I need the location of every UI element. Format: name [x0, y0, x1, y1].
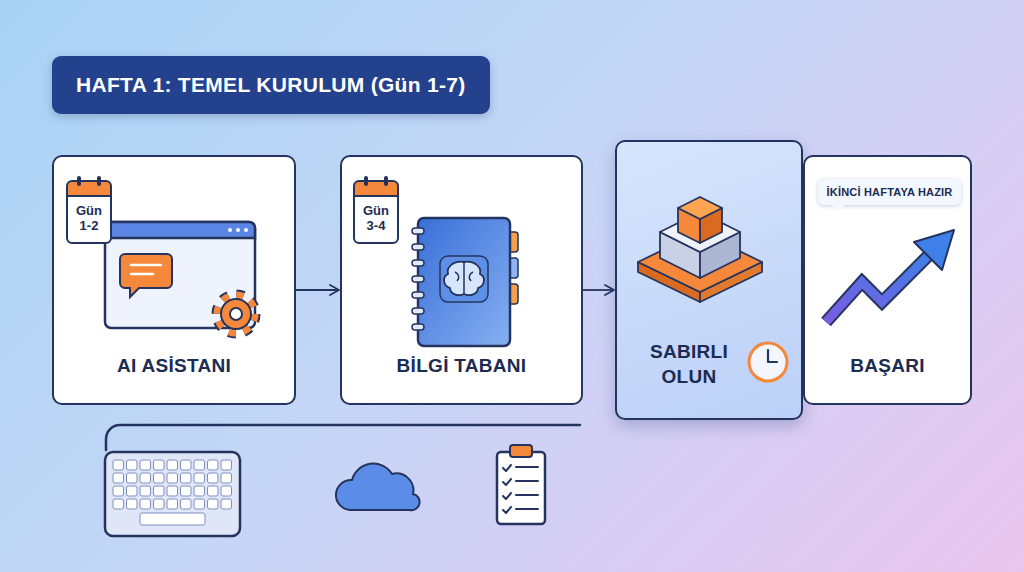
- highlight-box: SABIRLI OLUN: [615, 140, 803, 420]
- bottom-decoration: [105, 425, 580, 536]
- keyboard-key: [181, 499, 192, 509]
- check-mark: [503, 493, 511, 499]
- keyboard-key: [181, 460, 192, 470]
- keyboard-key: [140, 513, 205, 525]
- step-box: BİLGİ TABANI Gün 3-4: [340, 155, 583, 405]
- keyboard-key: [208, 486, 219, 496]
- calendar-icon: Gün 3-4: [353, 180, 399, 244]
- check-line: [516, 480, 538, 482]
- speech-bubble: İKİNCİ HAFTAYA HAZIR: [818, 179, 961, 205]
- keyboard-key: [154, 460, 165, 470]
- keyboard-key: [140, 486, 151, 496]
- keyboard-key: [113, 473, 124, 483]
- growth-arrow: [826, 230, 954, 322]
- flow-arrow: [583, 289, 614, 291]
- spiral-ring: [412, 260, 424, 266]
- check-line: [516, 508, 538, 510]
- node-label: BAŞARI: [850, 353, 925, 379]
- keyboard-key: [154, 473, 165, 483]
- step-box: AI ASİSTANI Gün 1-2: [52, 155, 296, 405]
- keyboard-key: [221, 460, 232, 470]
- calendar-ring: [384, 176, 388, 186]
- calendar-ring: [97, 176, 101, 186]
- keyboard-key: [167, 499, 178, 509]
- keyboard-key: [208, 473, 219, 483]
- keyboard-key: [167, 486, 178, 496]
- keyboard-key: [127, 486, 138, 496]
- calendar-ring: [77, 176, 81, 186]
- result-box: BAŞARI İKİNCİ HAFTAYA HAZIR: [803, 155, 972, 405]
- keyboard-key: [127, 460, 138, 470]
- node-label: BİLGİ TABANI: [397, 353, 527, 379]
- calendar-icon: Gün 1-2: [66, 180, 112, 244]
- keyboard-key: [154, 486, 165, 496]
- notebook-illustration: [412, 218, 518, 346]
- keyboard-key: [127, 499, 138, 509]
- keyboard-key: [154, 499, 165, 509]
- keyboard-key: [113, 460, 124, 470]
- keyboard-key: [140, 499, 151, 509]
- keyboard-key: [194, 486, 205, 496]
- check-mark: [503, 479, 511, 485]
- keyboard-key: [181, 473, 192, 483]
- check-line: [516, 494, 538, 496]
- calendar-ring: [364, 176, 368, 186]
- keyboard-key: [127, 473, 138, 483]
- bubble-tail: [832, 205, 844, 212]
- spiral-ring: [412, 292, 424, 298]
- spiral-ring: [412, 324, 424, 330]
- check-mark: [503, 465, 511, 471]
- spiral-ring: [412, 228, 424, 234]
- spiral-ring: [412, 308, 424, 314]
- assistant-illustration: [105, 222, 255, 333]
- check-line: [516, 466, 538, 468]
- keyboard-key: [194, 499, 205, 509]
- node-label: SABIRLI OLUN: [637, 339, 741, 390]
- keyboard-key: [167, 473, 178, 483]
- node-label: AI ASİSTANI: [117, 353, 231, 379]
- keyboard-key: [140, 473, 151, 483]
- foundation-illustration: [638, 197, 787, 381]
- keyboard-key: [113, 499, 124, 509]
- diagram-title: HAFTA 1: TEMEL KURULUM (Gün 1-7): [52, 56, 490, 114]
- keyboard-key: [167, 460, 178, 470]
- keyboard-key: [181, 486, 192, 496]
- node-label: Gün 1-2: [72, 204, 106, 234]
- keyboard-key: [221, 499, 232, 509]
- keyboard-key: [208, 460, 219, 470]
- node-label: Gün 3-4: [359, 204, 393, 234]
- keyboard-key: [208, 499, 219, 509]
- spiral-ring: [412, 276, 424, 282]
- keyboard-key: [113, 486, 124, 496]
- flow-arrow: [296, 289, 339, 291]
- keyboard-key: [194, 473, 205, 483]
- node-label: İKİNCİ HAFTAYA HAZIR: [826, 186, 952, 198]
- keyboard-key: [221, 486, 232, 496]
- check-mark: [503, 507, 511, 513]
- spiral-ring: [412, 244, 424, 250]
- keyboard-key: [194, 460, 205, 470]
- keyboard-key: [140, 460, 151, 470]
- keyboard-key: [221, 473, 232, 483]
